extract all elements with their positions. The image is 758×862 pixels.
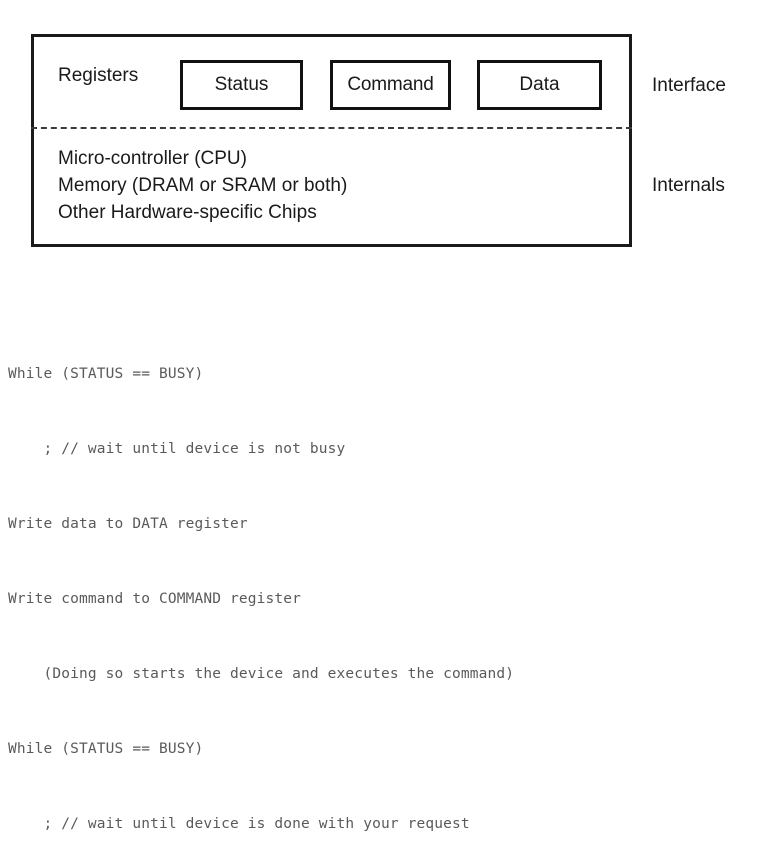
code-line: ; // wait until device is done with your… (8, 816, 470, 832)
data-register-box: Data (477, 60, 602, 110)
registers-label: Registers (58, 65, 139, 86)
code-line: (Doing so starts the device and executes… (8, 666, 515, 682)
code-line: Write command to COMMAND register (8, 591, 302, 607)
internals-section: Micro-controller (CPU) Memory (DRAM or S… (58, 145, 347, 226)
interface-internals-divider (31, 127, 632, 129)
internals-side-label: Internals (652, 175, 725, 196)
data-register-label: Data (519, 74, 560, 95)
command-register-box: Command (330, 60, 451, 110)
status-register-label: Status (214, 74, 269, 95)
code-line: Write data to DATA register (8, 516, 248, 532)
interface-side-label: Interface (652, 75, 726, 96)
status-register-box: Status (180, 60, 303, 110)
device-diagram: Registers Status Command Data Micro-cont… (0, 0, 758, 270)
code-line: ; // wait until device is not busy (8, 441, 346, 457)
internals-line-other-chips: Other Hardware-specific Chips (58, 202, 317, 223)
interface-section: Registers Status Command Data (31, 34, 632, 127)
internals-line-cpu: Micro-controller (CPU) (58, 148, 247, 169)
command-register-label: Command (347, 74, 434, 95)
internals-line-memory: Memory (DRAM or SRAM or both) (58, 175, 348, 196)
code-line: While (STATUS == BUSY) (8, 741, 204, 757)
code-line: While (STATUS == BUSY) (8, 366, 204, 382)
protocol-pseudocode: While (STATUS == BUSY) ; // wait until d… (8, 312, 758, 862)
